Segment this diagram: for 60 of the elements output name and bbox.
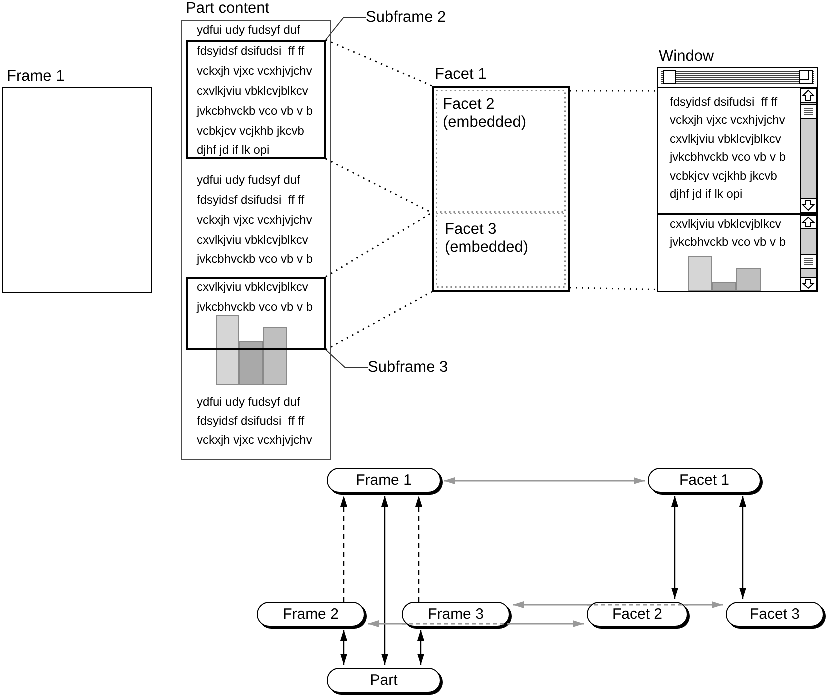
text-line: jvkcbhvckb vco vb v b — [197, 103, 314, 120]
text-line: ydfui udy fudsyf duf — [197, 394, 300, 411]
arrow — [513, 602, 723, 608]
subframe-box — [186, 277, 326, 350]
leader-line — [326, 17, 366, 40]
callout-label: Subframe 2 — [366, 8, 456, 27]
text-line: vckxjh vjxc vcxhjvjchv — [197, 212, 312, 229]
arrow — [368, 620, 584, 628]
text-line: djhf jd if lk opi — [670, 186, 743, 203]
arrow — [340, 630, 348, 665]
box-heading: Frame 1 — [7, 68, 65, 86]
dotted-line — [570, 287, 658, 290]
facet-label: Facet 2 (embedded) — [443, 96, 527, 132]
leader-line — [326, 350, 368, 368]
dotted-line — [326, 291, 432, 351]
arrow — [444, 478, 645, 484]
text-line: ydfui udy fudsyf duf — [197, 172, 300, 189]
box-heading: Part content — [186, 0, 270, 18]
box-heading: Window — [659, 48, 714, 66]
arrow — [418, 630, 424, 665]
object-pill: Frame 1 — [327, 468, 441, 493]
object-pill: Frame 2 — [257, 602, 365, 627]
object-pill: Frame 3 — [402, 602, 510, 627]
text-line: fdsyidsf dsifudsi ff ff — [197, 43, 305, 60]
text-line: vckxjh vjxc vcxhjvjchv — [197, 63, 312, 80]
text-line: jvkcbhvckb vco vb v b — [670, 149, 786, 166]
text-line: cxvlkjviu vbklcvjblkcv — [670, 130, 782, 148]
object-pill: Facet 1 — [648, 468, 761, 493]
text-line: vcbkjcv vcjkhb jkcvb — [670, 168, 778, 184]
dotted-line — [326, 212, 432, 278]
callout-label: Subframe 3 — [368, 358, 458, 377]
subframe-box — [186, 40, 326, 159]
text-line: vckxjh vjxc vcxhjvjchv — [670, 112, 786, 129]
window-pane — [658, 87, 817, 213]
box-heading: Facet 1 — [435, 66, 487, 84]
text-line: cxvlkjviu vbklcvjblkcv — [197, 83, 308, 100]
text-line: vckxjh vjxc vcxhjvjchv — [197, 432, 312, 449]
object-pill: Facet 3 — [726, 602, 824, 627]
text-line: fdsyidsf dsifudsi ff ff — [670, 94, 778, 110]
object-pill: Part — [327, 668, 441, 693]
text-line: cxvlkjviu vbklcvjblkcv — [670, 216, 782, 233]
text-line: jvkcbhvckb vco vb v b — [197, 251, 314, 268]
text-line: djhf jd if lk opi — [197, 142, 270, 159]
object-pill: Facet 2 — [587, 602, 688, 627]
arrow — [672, 496, 678, 599]
arrow — [740, 496, 746, 599]
text-line: cxvlkjviu vbklcvjblkcv — [197, 279, 308, 296]
text-line: fdsyidsf dsifudsi ff ff — [197, 413, 305, 430]
text-line: ydfui udy fudsyf duf — [197, 22, 300, 39]
arrow — [382, 496, 388, 665]
text-line: fdsyidsf dsifudsi ff ff — [197, 192, 305, 209]
facet-label: Facet 3 (embedded) — [445, 221, 529, 257]
arrow — [416, 496, 422, 602]
text-line: jvkcbhvckb vco vb v b — [670, 234, 786, 250]
dotted-line — [326, 39, 432, 87]
arrow — [340, 496, 348, 602]
window-pane — [658, 213, 817, 291]
text-line: jvkcbhvckb vco vb v b — [197, 299, 314, 316]
text-line: vcbkjcv vcjkhb jkcvb — [197, 123, 304, 140]
text-line: cxvlkjviu vbklcvjblkcv — [197, 232, 308, 249]
